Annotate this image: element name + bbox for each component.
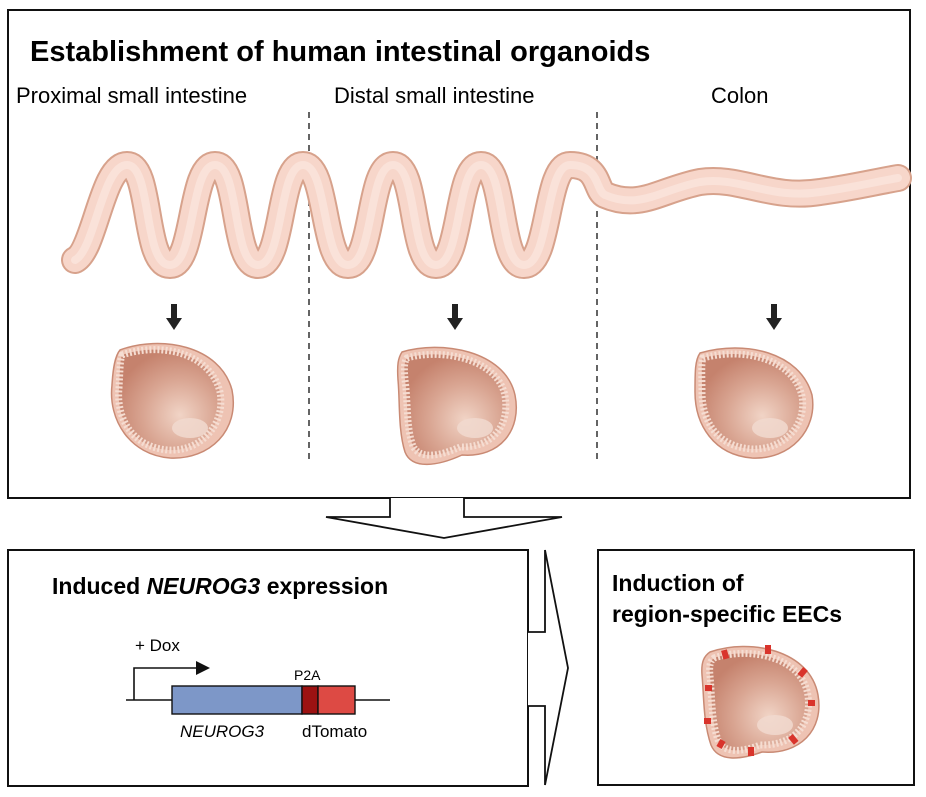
dtomato-block xyxy=(317,685,356,715)
intestine-illustration xyxy=(61,151,912,279)
top-panel-title: Establishment of human intestinal organo… xyxy=(30,36,650,68)
p2a-block xyxy=(301,685,319,715)
neurog3-block xyxy=(171,685,303,715)
down-arrow-icon xyxy=(166,304,182,330)
right-panel-heading-line2: region-specific EECs xyxy=(612,601,842,627)
flow-arrow-down xyxy=(325,498,563,539)
organoid-proximal xyxy=(110,342,234,459)
right-panel-heading-line1: Induction of xyxy=(612,570,744,596)
dox-label: + Dox xyxy=(135,636,180,655)
organoid-with-eecs xyxy=(701,645,820,759)
gene-construct: + Dox P2A NEUROG3 dTomato xyxy=(126,636,390,741)
region-label-proximal: Proximal small intestine xyxy=(16,83,247,108)
p2a-label: P2A xyxy=(294,667,321,683)
dtomato-label: dTomato xyxy=(302,722,367,741)
promoter-arrow-icon xyxy=(133,667,198,700)
organoid-colon xyxy=(694,347,814,459)
promoter-arrowhead-icon xyxy=(196,661,210,675)
down-arrow-icon xyxy=(447,304,463,330)
region-label-distal: Distal small intestine xyxy=(334,83,535,108)
organoid-distal xyxy=(396,346,517,466)
left-panel-heading: Induced NEUROG3 expression xyxy=(52,573,388,599)
down-arrow-icon xyxy=(766,304,782,330)
region-label-colon: Colon xyxy=(711,83,768,108)
right-panel-frame xyxy=(597,549,915,786)
flow-arrow-right xyxy=(528,549,569,786)
neurog3-label: NEUROG3 xyxy=(180,722,265,741)
